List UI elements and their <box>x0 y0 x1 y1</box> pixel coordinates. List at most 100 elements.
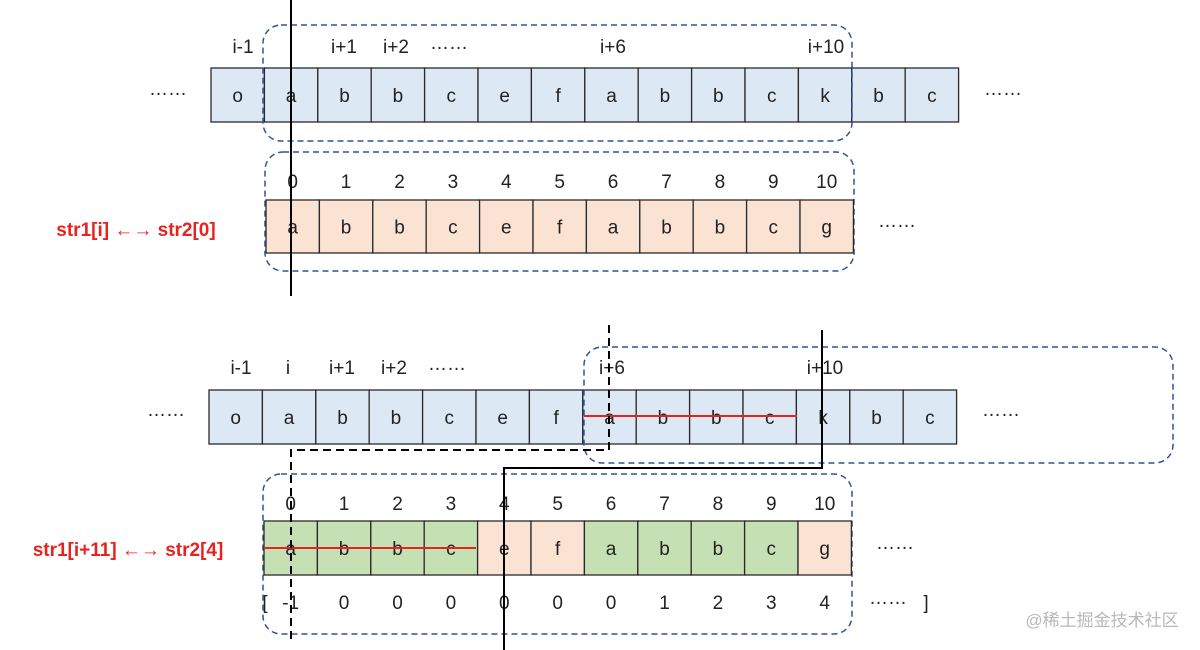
bottom-str2-char: a <box>606 539 617 560</box>
bottom-index-label-i: i <box>286 358 290 379</box>
next-array-value: 2 <box>713 593 724 614</box>
top-str2-char: b <box>341 218 352 239</box>
top-str1-cell <box>477 67 533 123</box>
bottom-str1-left-ellipsis: …… <box>147 400 185 421</box>
top-str1-char: b <box>339 86 350 107</box>
bottom-str1-cell <box>315 389 370 445</box>
bottom-str2-char: b <box>659 539 670 560</box>
top-str2-cell <box>639 199 694 254</box>
bottom-str2-cell <box>637 520 692 576</box>
next-array-value: 1 <box>659 593 670 614</box>
bottom-str2-cell <box>583 520 639 576</box>
bottom-str1-char: b <box>658 408 669 429</box>
bottom-index-label-i-minus-1: i-1 <box>230 358 251 379</box>
top-str1-char: c <box>927 86 937 107</box>
top-str1-char: f <box>555 86 561 107</box>
top-str1-char: b <box>393 86 404 107</box>
top-str1-cell <box>370 67 426 123</box>
top-str1-cell <box>317 67 372 123</box>
top-index-label-ellipsis: …… <box>430 33 468 54</box>
bottom-index-label-i-plus-1: i+1 <box>329 358 355 379</box>
bottom-str1-char: b <box>391 408 402 429</box>
top-str1-cell <box>797 67 853 123</box>
top-str1-char: k <box>820 86 830 107</box>
top-str1-char: c <box>767 86 777 107</box>
top-index-label-i-plus-10: i+10 <box>808 37 844 58</box>
top-str2-index-label: 4 <box>501 172 512 193</box>
top-str2-index-label: 3 <box>448 172 459 193</box>
top-str2-char: a <box>287 218 298 239</box>
bottom-str2-index-label: 3 <box>446 494 457 515</box>
top-str1-cell <box>690 67 746 123</box>
bottom-str1-char: c <box>925 408 935 429</box>
top-str2-index-label: 6 <box>608 172 619 193</box>
bottom-str2-char: b <box>339 539 350 560</box>
bottom-index-label-ellipsis: …… <box>428 354 466 375</box>
top-str1-cell <box>210 67 266 123</box>
bottom-str1-char: f <box>553 408 559 429</box>
next-array-value: 0 <box>552 593 563 614</box>
top-str2-index-label: 7 <box>661 172 672 193</box>
bottom-caption: str1[i+11] ←→ str2[4] <box>33 540 224 561</box>
bottom-str2-char: c <box>767 539 777 560</box>
bottom-str1-cell <box>208 389 264 445</box>
top-caption: str1[i] ←→ str2[0] <box>56 220 215 241</box>
bottom-str2-char: a <box>285 539 296 560</box>
top-str2-char: c <box>769 218 779 239</box>
top-str2-index-label: 8 <box>715 172 726 193</box>
top-str2-cell <box>372 199 427 254</box>
bottom-str2-index-label: 7 <box>659 494 670 515</box>
top-index-label-i-minus-1: i-1 <box>232 37 253 58</box>
bottom-str2-index-label: 5 <box>552 494 563 515</box>
top-index-label-i-plus-1: i+1 <box>331 37 357 58</box>
top-str2-index-label: 5 <box>554 172 565 193</box>
bottom-str1-char: o <box>230 408 241 429</box>
next-array-value: 3 <box>766 593 777 614</box>
bottom-str1-char: b <box>711 408 722 429</box>
top-str1-char: b <box>713 86 724 107</box>
bottom-index-label-i-plus-2: i+2 <box>381 358 407 379</box>
top-str2-cell <box>692 199 748 254</box>
bottom-str1-cell <box>849 389 904 445</box>
next-array-ellipsis: …… <box>869 588 907 609</box>
top-str1-char: a <box>606 86 617 107</box>
top-str2-char: b <box>661 218 672 239</box>
bottom-str2-index-label: 9 <box>766 494 777 515</box>
bottom-str1-cell <box>475 389 531 445</box>
next-array-value: 0 <box>606 593 617 614</box>
next-array-value: 0 <box>392 593 403 614</box>
bottom-str1-char: k <box>818 408 828 429</box>
top-index-label-i-plus-2: i+2 <box>383 37 409 58</box>
top-str2-char: g <box>821 218 832 239</box>
next-array-open-bracket: [ <box>262 593 268 614</box>
top-str2-char: f <box>557 218 563 239</box>
bottom-str1-char: c <box>445 408 455 429</box>
bottom-str2-cell <box>743 520 799 576</box>
top-str1-cell <box>584 67 639 123</box>
next-array-close-bracket: ] <box>923 593 928 614</box>
next-array-value: 0 <box>446 593 457 614</box>
bottom-str2-cell <box>797 520 853 576</box>
top-str2-right-ellipsis: …… <box>878 211 916 232</box>
bottom-str2-index-label: 6 <box>606 494 617 515</box>
watermark: @稀土掘金技术社区 <box>1025 611 1178 630</box>
top-str1-left-ellipsis: …… <box>149 79 187 100</box>
top-str2-cell <box>478 199 534 254</box>
top-str2-cell <box>745 199 801 254</box>
top-str2-index-label: 2 <box>394 172 405 193</box>
bottom-str2-char: g <box>819 539 830 560</box>
bottom-str1-char: b <box>337 408 348 429</box>
bottom-index-label-i-plus-6: i+6 <box>599 358 625 379</box>
bottom-str1-cell <box>368 389 424 445</box>
bottom-str1-window-box <box>583 346 1174 464</box>
top-str2-cell <box>585 199 641 254</box>
bottom-str2-index-label: 2 <box>392 494 403 515</box>
top-index-label-i-plus-6: i+6 <box>600 37 626 58</box>
top-str1-char: c <box>447 86 457 107</box>
bottom-str2-char: b <box>392 539 403 560</box>
top-str1-right-ellipsis: …… <box>984 79 1022 100</box>
